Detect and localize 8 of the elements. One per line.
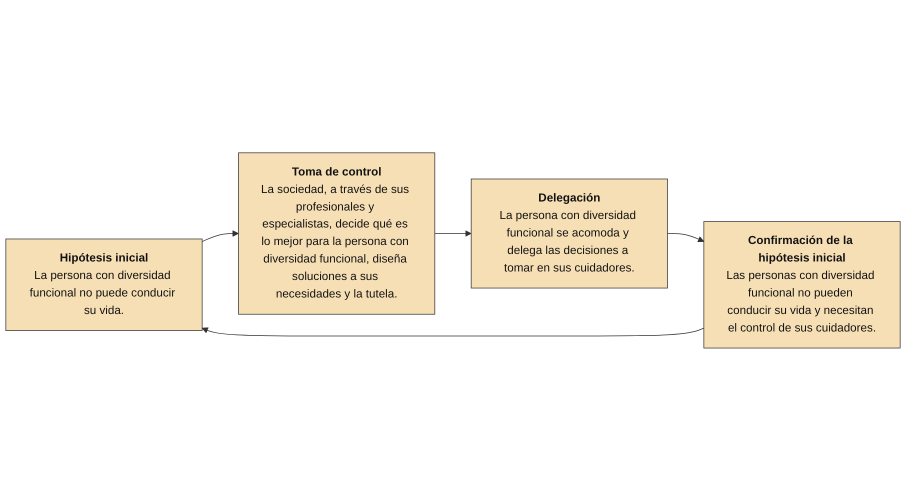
node-box: Delegación La persona con diversidad funcional se acomoda y delega las decisiones a tomar en sus cuidadores. xyxy=(470,178,668,288)
arrow xyxy=(667,233,704,242)
arrow xyxy=(434,230,472,237)
node-box: Toma de control La sociedad, a través de sus profesionales y especialistas, decide qué es lo mejor para la persona con diversidad funcional, diseña soluciones a sus necesidades y la tutela. xyxy=(238,152,436,315)
arrow xyxy=(202,230,239,242)
node-box: Confirmación de la hipótesis inicial Las personas con diversidad funcional no pueden conducir su vida y necesitan el control de sus cuidadores. xyxy=(703,221,901,348)
node-box: Hipótesis inicial La persona con diversidad funcional no puede conducir su vida. xyxy=(5,238,203,332)
arrow xyxy=(202,328,704,336)
